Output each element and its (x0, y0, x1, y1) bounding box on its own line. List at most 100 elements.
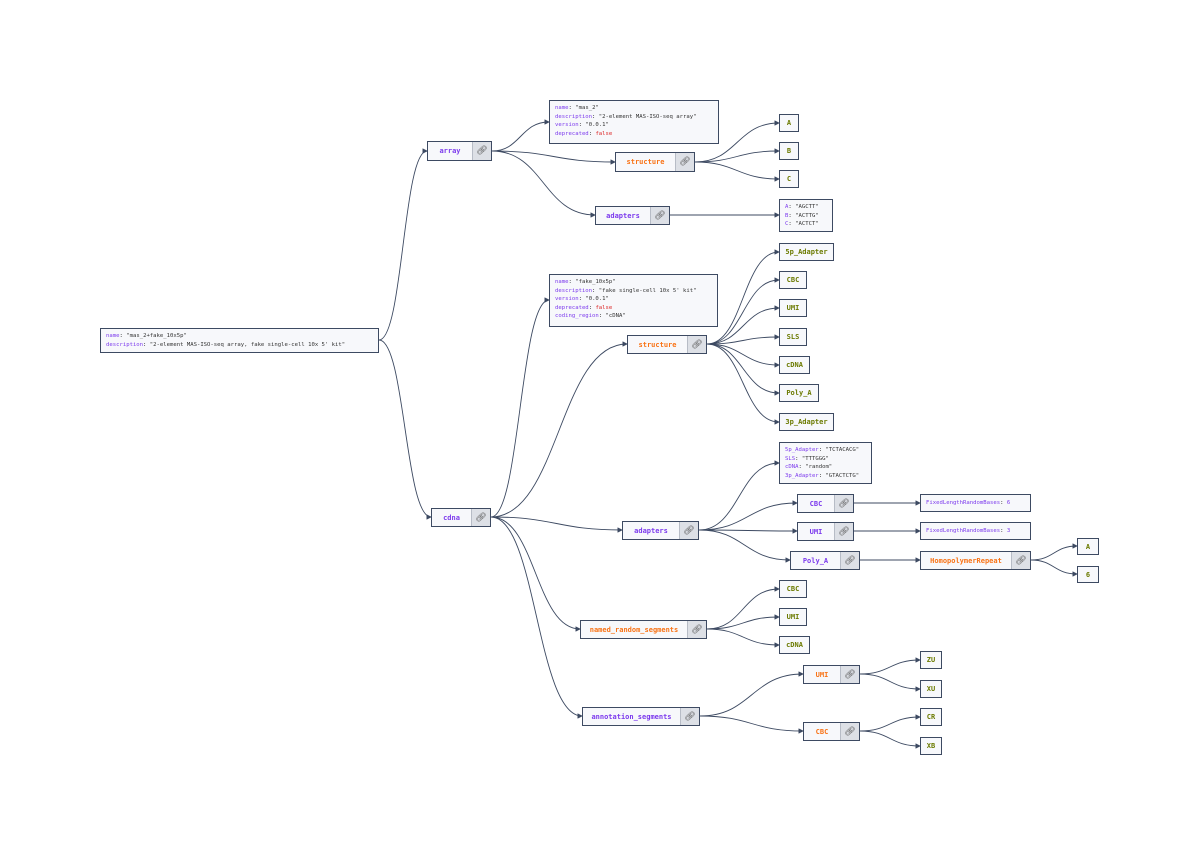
edge-connector (706, 334, 780, 345)
link-icon[interactable]: 🔗︎ (834, 495, 853, 512)
array-node[interactable]: array 🔗︎ (427, 141, 492, 161)
link-icon[interactable]: 🔗︎ (680, 708, 699, 725)
adapters-cbc-node[interactable]: CBC 🔗︎ (797, 494, 854, 513)
link-icon[interactable]: 🔗︎ (840, 723, 859, 740)
cdna-label: cdna (443, 513, 460, 522)
link-icon[interactable]: 🔗︎ (679, 522, 698, 539)
leaf-item[interactable]: B (779, 142, 799, 160)
adapter-line: 3p_Adapter: "GTACTCTG" (785, 472, 860, 479)
array-adapters-values[interactable]: A: "AGCTT" B: "ACTTG" C: "ACTCT" (779, 199, 833, 232)
cdna-adapters-values[interactable]: 5p_Adapter: "TCTACACG" SLS: "TTTGGG" cDN… (779, 442, 872, 484)
link-icon[interactable]: 🔗︎ (840, 552, 859, 569)
array-adapters-node[interactable]: adapters 🔗︎ (595, 206, 670, 225)
link-icon[interactable]: 🔗︎ (687, 336, 706, 353)
edge-connector (859, 714, 921, 732)
annotation-segments-node[interactable]: annotation_segments 🔗︎ (582, 707, 700, 726)
edge-connector (378, 339, 432, 520)
edge-connector (1030, 559, 1078, 577)
umi-detail[interactable]: FixedLengthRandomBases: 3 (920, 522, 1031, 540)
edge-connector (490, 341, 628, 518)
leaf-item[interactable]: XB (920, 737, 942, 755)
leaf-item[interactable]: ZU (920, 651, 942, 669)
link-icon[interactable]: 🔗︎ (650, 207, 669, 224)
edge-connector (859, 730, 921, 749)
meta-line: description: "2-element MAS-ISO-seq arra… (555, 113, 697, 120)
adapter-line: A: "AGCTT" (785, 204, 819, 210)
leaf-item[interactable]: cDNA (779, 356, 810, 374)
edge-connector (706, 628, 780, 648)
link-icon[interactable]: 🔗︎ (834, 523, 853, 540)
leaf-item[interactable]: Poly_A (779, 384, 819, 402)
root-line: name: "mas_2+fake_10x5p" (106, 333, 187, 339)
leaf-item[interactable]: UMI (779, 608, 807, 626)
root-node[interactable]: name: "mas_2+fake_10x5p" description: "2… (100, 328, 379, 353)
edge-connector (859, 673, 921, 692)
leaf-item[interactable]: XU (920, 680, 942, 698)
meta-line: deprecated: false (555, 130, 613, 137)
edge-connector (490, 297, 550, 518)
leaf-item[interactable]: 3p_Adapter (779, 413, 834, 431)
meta-line: deprecated: false (555, 304, 613, 311)
link-icon[interactable]: 🔗︎ (472, 142, 491, 160)
adapter-line: 5p_Adapter: "TCTACACG" (785, 447, 860, 453)
edge-connector (706, 343, 780, 396)
array-meta-node[interactable]: name: "mas_2" description: "2-element MA… (549, 100, 719, 144)
meta-line: description: "fake single-cell 10x 5' ki… (555, 287, 697, 294)
leaf-item[interactable]: 5p_Adapter (779, 243, 834, 261)
link-icon[interactable]: 🔗︎ (1011, 552, 1030, 569)
leaf-item[interactable]: cDNA (779, 636, 810, 654)
link-icon[interactable]: 🔗︎ (471, 509, 490, 526)
homopolymer-node[interactable]: HomopolymerRepeat 🔗︎ (920, 551, 1031, 570)
edge-connector (698, 500, 798, 531)
meta-line: coding_region: "cDNA" (555, 313, 626, 320)
adapter-line: SLS: "TTTGGG" (785, 455, 829, 462)
edge-connector (491, 119, 550, 152)
cdna-structure-node[interactable]: structure 🔗︎ (627, 335, 707, 354)
array-structure-node[interactable]: structure 🔗︎ (615, 152, 695, 172)
edge-connector (491, 150, 596, 218)
edge-connector (1030, 543, 1078, 561)
structure-label: structure (638, 340, 677, 349)
leaf-item[interactable]: CR (920, 708, 942, 726)
leaf-item[interactable]: C (779, 170, 799, 188)
edge-connector (706, 614, 780, 630)
leaf-item[interactable]: A (779, 114, 799, 132)
edge-connector (694, 161, 780, 182)
leaf-item[interactable]: CBC (779, 580, 807, 598)
cdna-meta-node[interactable]: name: "fake_10x5p" description: "fake si… (549, 274, 718, 327)
cdna-adapters-node[interactable]: adapters 🔗︎ (622, 521, 699, 540)
edge-connector (694, 148, 780, 163)
poly-a-label: Poly_A (802, 556, 829, 565)
meta-line: name: "fake_10x5p" (555, 279, 616, 285)
annotation-segments-label: annotation_segments (591, 712, 672, 721)
edge-connector (698, 529, 791, 563)
cdna-node[interactable]: cdna 🔗︎ (431, 508, 491, 527)
link-icon[interactable]: 🔗︎ (840, 666, 859, 683)
annotation-cbc-node[interactable]: CBC 🔗︎ (803, 722, 860, 741)
edge-connector (490, 516, 583, 719)
leaf-item[interactable]: UMI (779, 299, 807, 317)
leaf-item[interactable]: 6 (1077, 566, 1099, 583)
homopolymer-label: HomopolymerRepeat (930, 556, 1002, 565)
named-random-segments-label: named_random_segments (589, 625, 679, 634)
cbc-detail[interactable]: FixedLengthRandomBases: 6 (920, 494, 1031, 512)
annotation-umi-node[interactable]: UMI 🔗︎ (803, 665, 860, 684)
leaf-item[interactable]: SLS (779, 328, 807, 346)
adapters-umi-node[interactable]: UMI 🔗︎ (797, 522, 854, 541)
cbc-label: CBC (815, 727, 829, 736)
link-icon[interactable]: 🔗︎ (675, 153, 694, 171)
leaf-item[interactable]: CBC (779, 271, 807, 289)
edge-connector (490, 516, 623, 533)
edge-connector (706, 343, 780, 425)
edge-connector (706, 586, 780, 630)
leaf-item[interactable]: A (1077, 538, 1099, 555)
link-icon[interactable]: 🔗︎ (687, 621, 706, 638)
edge-connector (491, 150, 616, 165)
edge-connector (859, 657, 921, 675)
meta-line: version: "0.0.1" (555, 296, 609, 303)
named-random-segments-node[interactable]: named_random_segments 🔗︎ (580, 620, 707, 639)
adapter-line: C: "ACTCT" (785, 221, 819, 228)
edge-connector (706, 305, 780, 345)
adapters-poly-a-node[interactable]: Poly_A 🔗︎ (790, 551, 860, 570)
